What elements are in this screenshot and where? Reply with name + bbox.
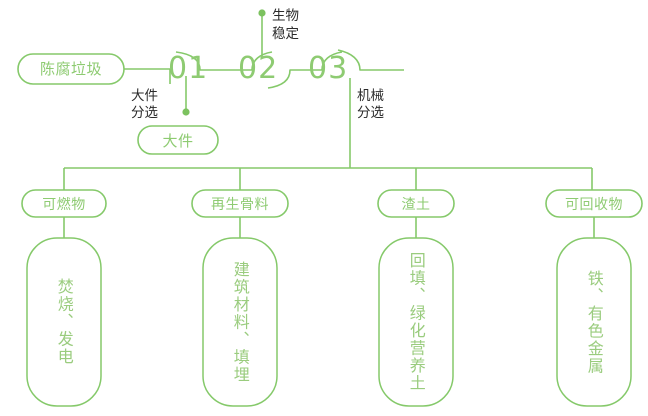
detail-box-outline-3 [378, 237, 454, 407]
stage-number-03[interactable]: 03 [308, 51, 349, 86]
stage-number-02[interactable]: 02 [238, 51, 279, 86]
detail-box-text-4: 铁、有色金属 [584, 269, 604, 375]
detail-box-outline-4 [556, 237, 632, 407]
stage3-annotation-line2: 分选 [357, 105, 384, 121]
bulky-branch-dot [182, 108, 190, 116]
bio-stabilize-dot [258, 9, 266, 17]
stage3-upper-bracket [321, 51, 343, 71]
stage1-upper-bracket [175, 51, 252, 71]
output-pill-label-1: 可燃物 [42, 197, 86, 213]
source-pill-label: 陈腐垃圾 [39, 60, 102, 78]
stage2-annotation-line1: 生物 [272, 8, 299, 24]
bulky-output-pill-label: 大件 [162, 132, 194, 150]
detail-box-text-1: 焚烧、发电 [54, 278, 74, 366]
stage-number-01[interactable]: 01 [168, 51, 209, 86]
stage1-annotation-line1: 大件 [131, 88, 158, 104]
stage3-upper-right-bracket [337, 49, 404, 71]
output-pill-label-2: 再生骨料 [211, 197, 269, 213]
detail-box-outline-1 [26, 237, 102, 407]
detail-box-text-2: 建筑材料、填埋 [230, 260, 250, 384]
stage3-annotation-line1: 机械 [357, 88, 384, 104]
stage2-annotation-line2: 稳定 [272, 26, 299, 42]
stage2-upper-bracket [251, 51, 273, 71]
detail-box-outline-2 [202, 237, 278, 407]
stage2-lower-bracket [267, 69, 322, 89]
bulky-output-pill-outline [137, 125, 219, 155]
stage1-annotation-line2: 分选 [131, 105, 158, 121]
output-pill-label-3: 渣土 [401, 197, 431, 213]
output-pill-label-4: 可回收物 [565, 197, 623, 213]
detail-box-text-3: 回填、绿化营养土 [406, 252, 426, 392]
